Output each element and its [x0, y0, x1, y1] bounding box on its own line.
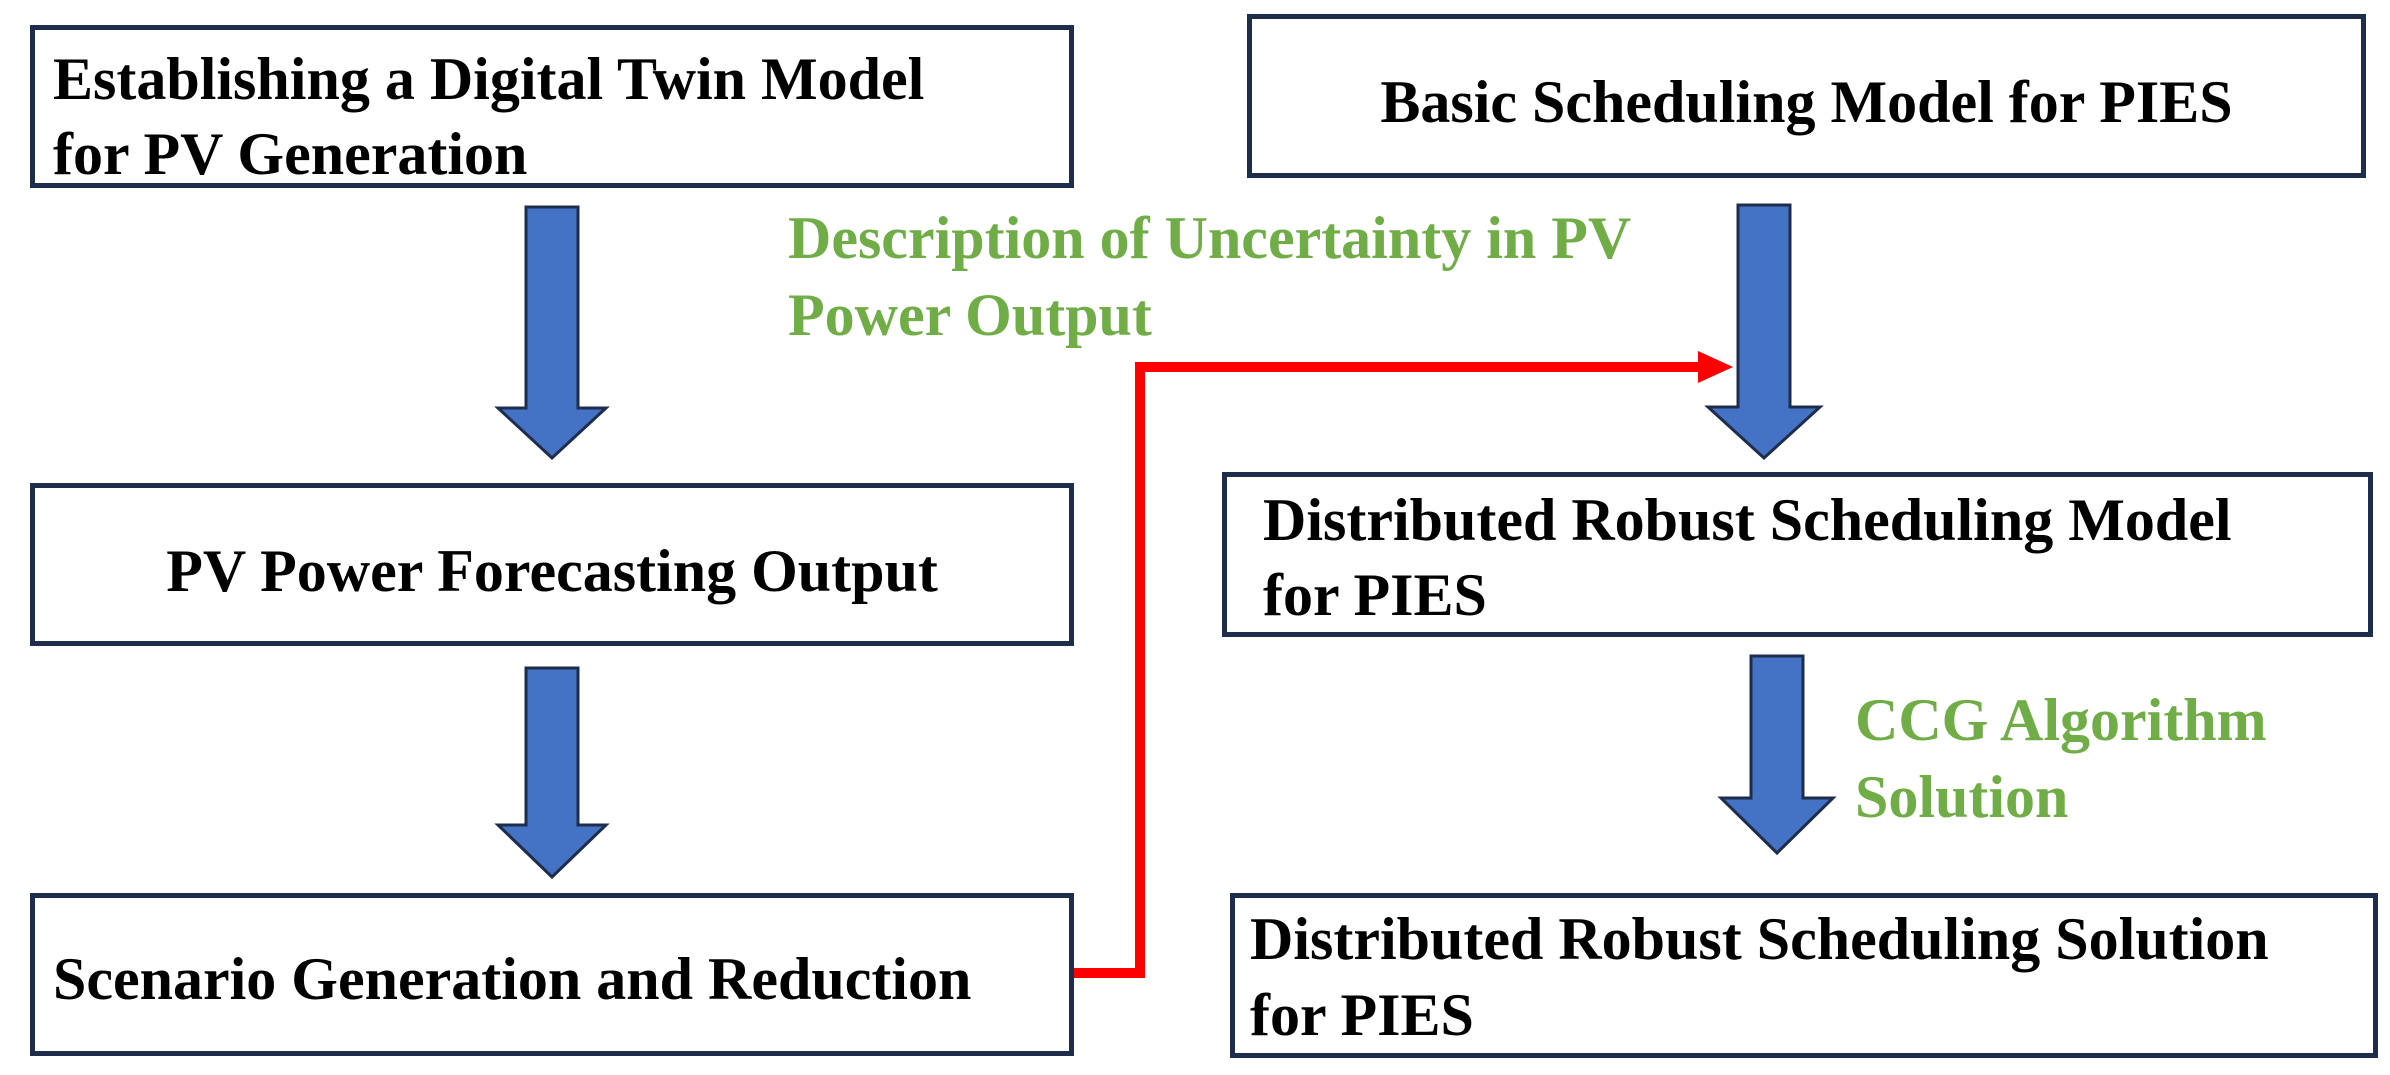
box-basic-scheduling-model-line1: Basic Scheduling Model for PIES — [1380, 69, 2233, 135]
box-distributed-robust-solution: Distributed Robust Scheduling Solution f… — [1230, 893, 2378, 1058]
box-scenario-generation-line1: Scenario Generation and Reduction — [53, 946, 972, 1012]
box-pv-power-forecasting-line1: PV Power Forecasting Output — [166, 538, 938, 604]
box-digital-twin-model-line1: Establishing a Digital Twin Model — [53, 46, 925, 112]
box-scenario-generation: Scenario Generation and Reduction — [30, 893, 1074, 1056]
box-digital-twin-model: Establishing a Digital Twin Model for PV… — [30, 25, 1074, 188]
uncertainty-connector-line — [1073, 362, 1700, 978]
down-arrow-basic-to-robust-model — [1704, 203, 1824, 461]
box-digital-twin-model-line2: for PV Generation — [53, 121, 528, 187]
uncertainty-connector-arrowhead — [1698, 351, 1733, 383]
annotation-ccg-line2: Solution — [1855, 763, 2069, 830]
box-distributed-robust-solution-line2: for PIES — [1250, 982, 1474, 1048]
annotation-ccg-algorithm: CCG Algorithm Solution — [1855, 682, 2267, 836]
annotation-uncertainty-line1: Description of Uncertainty in PV — [788, 205, 1632, 271]
annotation-ccg-line1: CCG Algorithm — [1855, 687, 2267, 753]
down-arrow-robust-model-to-solution — [1717, 654, 1837, 856]
down-arrow-forecast-to-scenario — [494, 666, 610, 880]
box-basic-scheduling-model: Basic Scheduling Model for PIES — [1247, 14, 2366, 178]
box-distributed-robust-model: Distributed Robust Scheduling Model for … — [1222, 472, 2373, 637]
annotation-uncertainty-line2: Power Output — [788, 281, 1152, 348]
box-distributed-robust-model-line1: Distributed Robust Scheduling Model — [1263, 487, 2232, 553]
down-arrow-digital-twin-to-forecast — [494, 205, 610, 461]
box-pv-power-forecasting: PV Power Forecasting Output — [30, 483, 1074, 646]
box-distributed-robust-model-line2: for PIES — [1263, 562, 1487, 628]
annotation-uncertainty-description: Description of Uncertainty in PV Power O… — [788, 200, 1631, 354]
box-distributed-robust-solution-line1: Distributed Robust Scheduling Solution — [1250, 906, 2269, 972]
